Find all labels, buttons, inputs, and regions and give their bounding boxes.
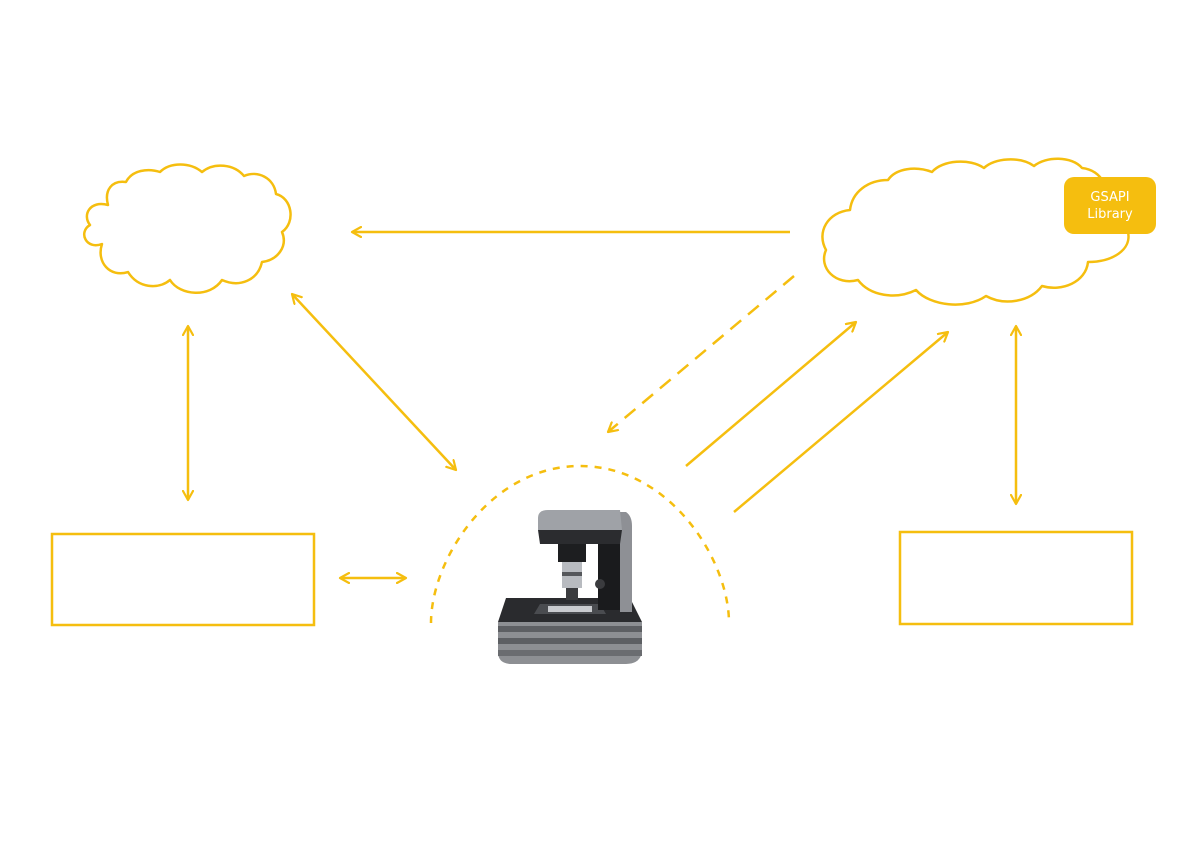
badge-line-1: GSAPI (1090, 189, 1130, 205)
right-box (898, 530, 1134, 626)
left-cloud-icon (83, 163, 292, 294)
device-range-arc (429, 464, 731, 624)
arrow-device-to-right-cloud-2 (733, 332, 948, 513)
gsapi-library-badge: GSAPI Library (1064, 177, 1156, 234)
arrow-right-cloud-to-device-dashed (608, 275, 795, 432)
microscope-icon (498, 510, 642, 664)
right-cloud-icon (821, 157, 1130, 306)
badge-line-2: Library (1087, 206, 1133, 222)
arrow-device-to-right-cloud-1 (685, 322, 856, 467)
left-box (50, 532, 316, 627)
arrow-left-cloud-device (292, 294, 456, 470)
